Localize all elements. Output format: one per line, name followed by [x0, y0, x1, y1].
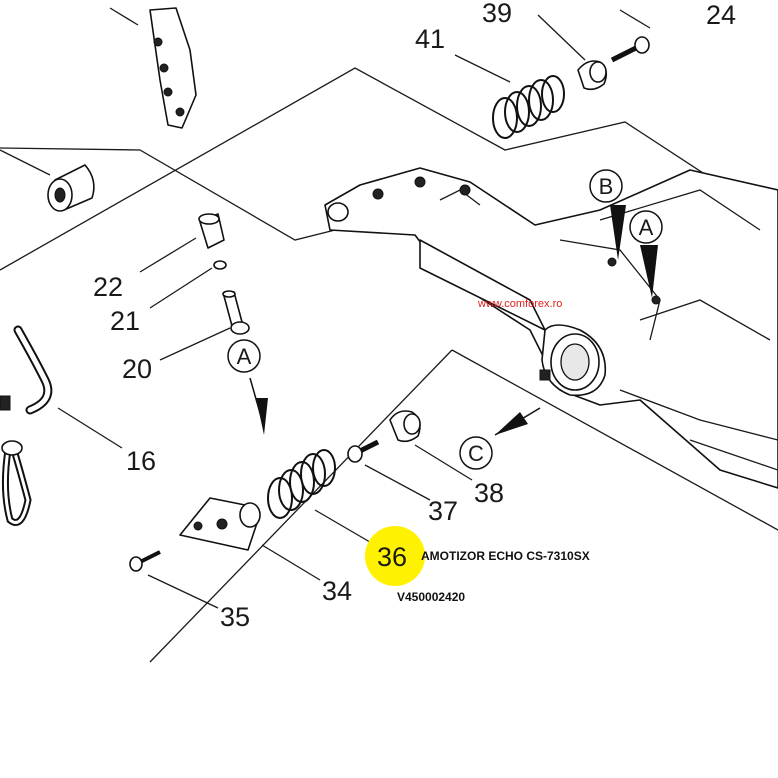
marker-c-circle: [459, 436, 493, 470]
screw-35: [129, 550, 219, 609]
marker-c-label: C: [468, 441, 484, 466]
arrow-a-down: [249, 377, 268, 435]
arrow-b: [610, 205, 626, 260]
watermark-text: www.comforex.ro: [477, 298, 562, 310]
part-number-21: 21: [110, 306, 140, 336]
marker-b-label: B: [599, 174, 614, 199]
marker-a2-label: A: [639, 215, 654, 240]
part-number-41: 41: [415, 24, 445, 54]
arrow-c: [494, 407, 541, 436]
bolt-37: [347, 439, 431, 501]
pin-20: [159, 290, 250, 361]
part-number-37: 37: [428, 496, 458, 526]
part-number-36: 36: [377, 542, 407, 572]
caption-code: V450002420: [397, 590, 465, 604]
marker-a-circle: [227, 339, 261, 373]
rubber-bushing: [47, 164, 95, 212]
caption-title: AMOTIZOR ECHO CS-7310SX: [421, 549, 590, 563]
part-number-39: 39: [482, 0, 512, 28]
marker-b-circle: [589, 169, 623, 203]
handle-frame: [324, 167, 778, 489]
damper-39: [537, 14, 608, 91]
arrow-a-upper: [640, 245, 658, 298]
marker-a-label: A: [237, 344, 252, 369]
fuel-line-16: [0, 325, 123, 526]
oring-21: [149, 260, 227, 309]
plug-22: [139, 213, 225, 273]
highlight-circle: [365, 526, 425, 586]
section-boundaries: [0, 67, 778, 663]
part-number-16: 16: [126, 446, 156, 476]
part-number-24: 24: [706, 0, 736, 30]
spring-36: [267, 449, 376, 546]
mount-34: [179, 497, 321, 581]
bracket-part: [109, 7, 197, 129]
part-number-20: 20: [122, 354, 152, 384]
part-number-22: 22: [93, 272, 123, 302]
part-number-38: 38: [474, 478, 504, 508]
bolt-24: [610, 9, 651, 63]
damper-38: [389, 410, 473, 481]
part-number-35: 35: [220, 602, 250, 632]
spring-41: [454, 54, 565, 139]
marker-a2-circle: [629, 210, 663, 244]
part-number-34: 34: [322, 576, 352, 606]
